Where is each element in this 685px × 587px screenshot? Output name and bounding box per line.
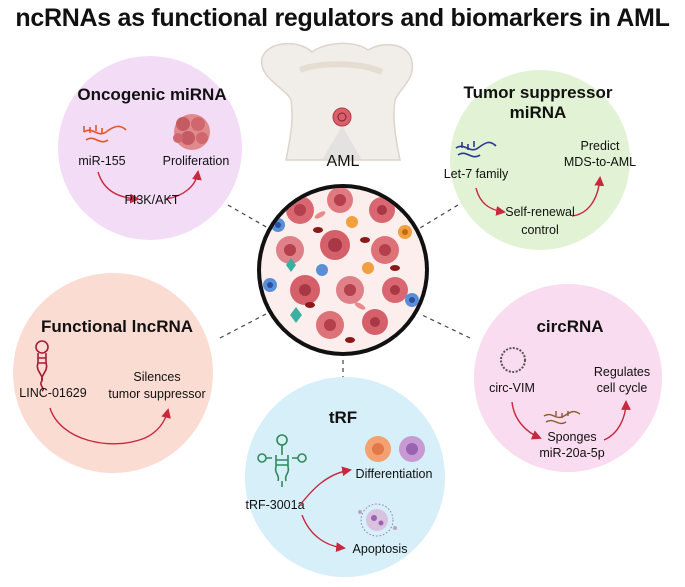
panel-circrna: circRNA circ-VIM Regulates cell cycle Sp… (474, 284, 662, 472)
diagram-title: ncRNAs as functional regulators and biom… (15, 4, 670, 32)
lncrna-hairpin-icon (35, 340, 49, 392)
circrna-effect-line2: cell cycle (597, 381, 648, 395)
trna-icon (257, 434, 307, 487)
mirna-brown-icon (543, 410, 581, 425)
lncrna-effect-line1: Silences (133, 370, 180, 384)
lncrna-effect-line2: tumor suppressor (108, 387, 205, 401)
circrna-ring-icon (500, 347, 526, 373)
oncogenic-title: Oncogenic miRNA (77, 85, 226, 104)
suppressor-predict-line2: MDS-to-AML (564, 155, 636, 169)
oncogenic-target-label: Proliferation (163, 154, 230, 168)
trf-effect2-label: Apoptosis (353, 542, 408, 556)
tumor-mass-icon (173, 114, 210, 150)
aml-label: AML (327, 153, 360, 170)
lncrna-rna-label: LINC-01629 (19, 386, 86, 400)
trf-rna-label: tRF-3001a (245, 498, 304, 512)
suppressor-title-line1: Tumor suppressor (464, 83, 613, 102)
differentiated-cells-icon (365, 436, 425, 462)
suppressor-mid-line1: Self-renewal (505, 205, 574, 219)
connector-lines (219, 204, 471, 378)
circrna-title: circRNA (536, 317, 603, 336)
suppressor-title-line2: miRNA (510, 103, 567, 122)
bone-illustration: AML (261, 42, 414, 170)
circrna-sponge-line1: Sponges (547, 430, 596, 444)
circrna-sponge-line2: miR-20a-5p (539, 446, 604, 460)
circrna-effect-line1: Regulates (594, 365, 650, 379)
suppressor-predict-line1: Predict (581, 139, 620, 153)
suppressor-mid-line2: control (521, 223, 559, 237)
oncogenic-rna-label: miR-155 (78, 154, 125, 168)
trf-effect1-label: Differentiation (356, 467, 433, 481)
mirna-orange-icon (83, 125, 127, 143)
panel-oncogenic-mirna: Oncogenic miRNA miR-155 Proliferation PI… (58, 56, 242, 240)
circrna-rna-label: circ-VIM (489, 381, 535, 395)
trf-title: tRF (329, 408, 357, 427)
mirna-blue-icon (455, 141, 497, 158)
panel-trf: tRF tRF-3001a Differentiation Apoptosis (245, 377, 445, 577)
aml-cell-view (257, 184, 429, 356)
lncrna-title: Functional lncRNA (41, 317, 193, 336)
apoptotic-cell-icon (358, 503, 397, 537)
oncogenic-pathway-label: PI3K/AKT (125, 193, 180, 207)
panel-functional-lncrna: Functional lncRNA LINC-01629 Silences tu… (13, 273, 213, 473)
panel-tumor-suppressor-mirna: Tumor suppressor miRNA Let-7 family Pred… (444, 70, 636, 250)
suppressor-rna-label: Let-7 family (444, 167, 509, 181)
